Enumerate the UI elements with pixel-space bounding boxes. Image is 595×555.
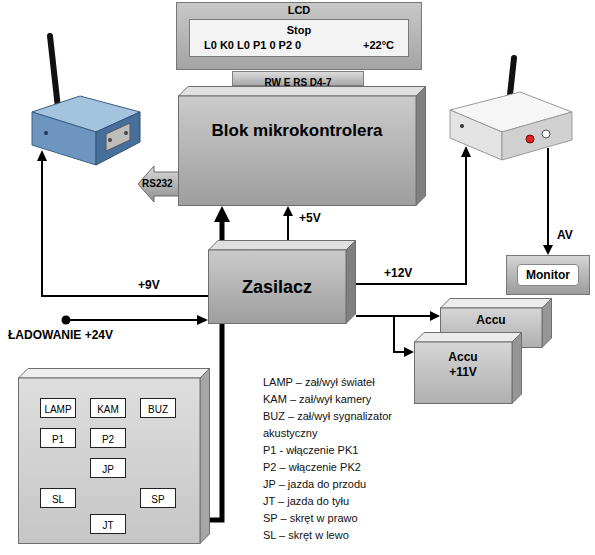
key-label: SL	[52, 494, 64, 505]
box-front-face	[179, 96, 417, 206]
key-label: JP	[102, 464, 114, 475]
lcd-text: Stop	[204, 23, 394, 38]
key-description: KAM – zał/wył kamery	[263, 391, 438, 408]
key-button: SL	[40, 488, 76, 508]
box-outline	[178, 86, 426, 206]
battery-block: Accu+11V	[414, 332, 522, 404]
box-front-face	[415, 342, 513, 404]
connector-line	[356, 316, 404, 352]
lcd-screen: StopL0 K0 L0 P1 0 P2 0 +22°C	[189, 19, 409, 57]
port-label: RS232	[142, 178, 173, 189]
key-button: P2	[90, 428, 126, 448]
box-top-face	[209, 241, 356, 251]
box-top-face	[179, 87, 426, 97]
controller-block: Blok mikrokontrolera	[178, 86, 426, 206]
box-face: Blok mikrokontrolera	[178, 96, 416, 206]
connector-screw	[108, 138, 112, 142]
key-description: P1 - włączenie PK1	[263, 442, 438, 459]
rs232-arrow	[138, 166, 180, 202]
key-button: BUZ	[140, 398, 176, 418]
box-front-face	[209, 250, 347, 324]
key-button: KAM	[90, 398, 126, 418]
key-description: LAMP – zał/wył świateł	[263, 374, 438, 391]
key-label: P1	[52, 434, 64, 445]
av-jack	[526, 135, 534, 143]
lcd-text: +22°C	[363, 38, 394, 53]
lcd-text: L0 K0 L0 P1 0 P2 0	[204, 38, 301, 53]
box-label: Accu	[476, 313, 505, 328]
arrow-head	[37, 150, 47, 161]
key-label: SP	[151, 494, 164, 505]
monitor-box: Monitor	[506, 255, 590, 295]
box-side-face	[512, 333, 522, 404]
voltage-label: +12V	[384, 266, 412, 280]
key-label: KAM	[97, 404, 119, 415]
key-description-list: LAMP – zał/wył światełKAM – zał/wył kame…	[263, 374, 438, 544]
connector-screw	[124, 131, 128, 135]
voltage-label: +5V	[297, 211, 323, 225]
arrow-head	[214, 206, 230, 222]
arrow-head	[543, 245, 553, 255]
av-jack	[542, 130, 550, 138]
arrow-head	[461, 146, 471, 157]
key-description: JP – jazda do przodu	[263, 476, 438, 493]
box-face: Zasilacz	[208, 250, 346, 324]
db9-connector	[106, 123, 130, 151]
box-side-face	[416, 87, 426, 206]
box-face: Accu+11V	[414, 342, 512, 404]
key-button: SP	[140, 488, 176, 508]
key-description: JT – jazda do tyłu	[263, 493, 438, 510]
device-front	[32, 112, 96, 165]
device-side	[96, 112, 140, 165]
bus-band: RW E RS D4-7	[232, 71, 364, 86]
lcd-row: L0 K0 L0 P1 0 P2 0 +22°C	[204, 38, 394, 53]
key-description: P2 – włączenie PK2	[263, 459, 438, 476]
voltage-label: +9V	[138, 278, 160, 292]
key-button: P1	[40, 428, 76, 448]
key-description: SL – skręt w lewo	[263, 527, 438, 544]
lcd-title: LCD	[177, 3, 421, 17]
key-label: JT	[102, 520, 113, 531]
arrow-head	[283, 206, 293, 216]
arrow-head	[430, 311, 440, 321]
key-label: P2	[102, 434, 114, 445]
box-label: +11V	[449, 365, 477, 380]
keypad-panel: LAMP KAM BUZ P1 P2JP SL SP JT	[18, 368, 210, 544]
receiver-side	[502, 112, 572, 160]
box-label: Zasilacz	[242, 276, 312, 299]
key-button: JP	[90, 458, 126, 478]
connector-line	[287, 216, 289, 240]
antenna	[50, 36, 58, 108]
signal-label: AV	[557, 228, 573, 242]
arrow-head	[197, 315, 208, 325]
power-supply-block: Zasilacz	[208, 240, 356, 324]
key-label: BUZ	[148, 404, 168, 415]
box-top-face	[441, 299, 552, 309]
box-top-face	[19, 369, 210, 379]
box-front-face	[19, 378, 201, 544]
status-led	[460, 124, 464, 128]
key-description: SP – skręt w prawo	[263, 510, 438, 527]
input-label: ŁADOWANIE +24V	[8, 328, 113, 342]
key-button: JT	[90, 514, 126, 534]
key-label: LAMP	[44, 404, 71, 415]
box-top-face	[415, 333, 522, 343]
key-description: BUZ – zał/wył sygnalizator akustyczny	[263, 408, 438, 442]
receiver-front	[450, 110, 502, 160]
connector	[283, 206, 293, 240]
box-side-face	[346, 241, 356, 324]
lcd-display: LCD StopL0 K0 L0 P1 0 P2 0 +22°C	[176, 2, 422, 70]
box-label: Blok mikrokontrolera	[212, 120, 383, 141]
box-side-face	[542, 299, 552, 348]
arrow-head	[404, 347, 414, 357]
box-side-face	[200, 369, 210, 544]
status-led	[44, 131, 48, 135]
connector	[356, 316, 414, 357]
box-label: Accu	[448, 350, 477, 365]
av-wire	[547, 148, 549, 246]
charge-wire	[66, 319, 198, 321]
monitor-label: Monitor	[517, 264, 579, 286]
key-button: LAMP	[40, 398, 76, 418]
